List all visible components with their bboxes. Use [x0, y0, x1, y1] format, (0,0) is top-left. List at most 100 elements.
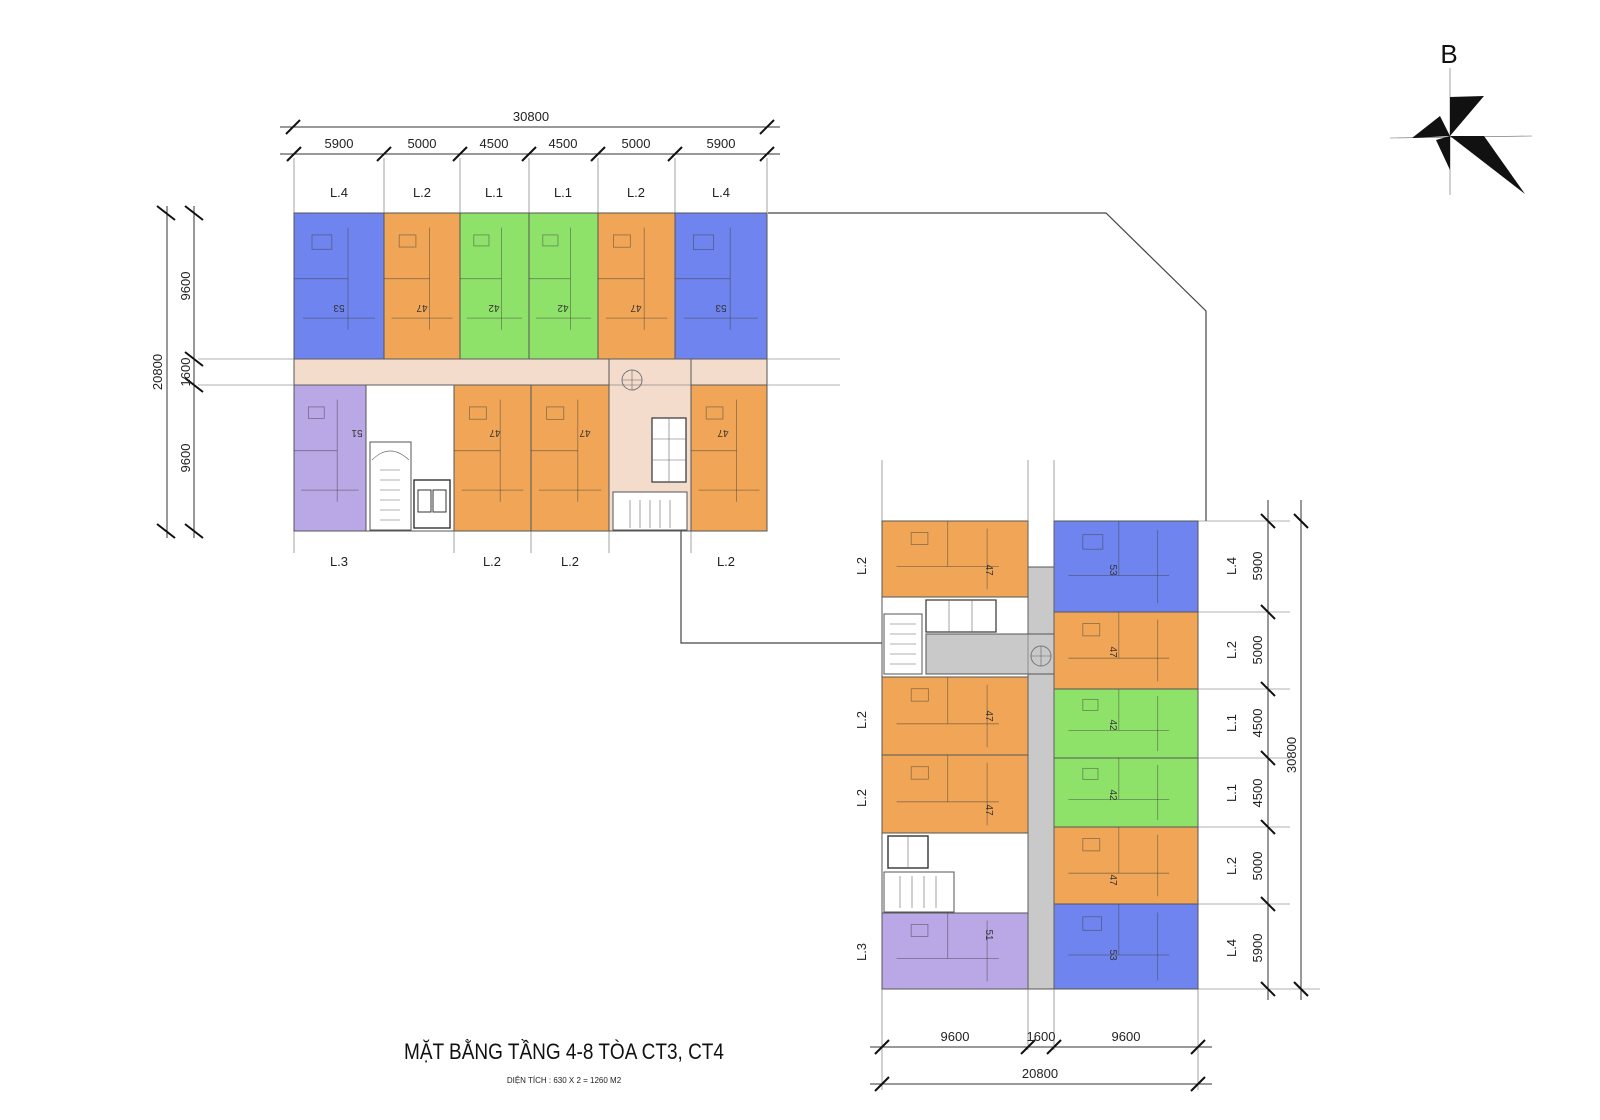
unit-b-right-4 — [1053, 757, 1199, 828]
dim-a-top: 5900 — [707, 136, 736, 151]
unit-type-label: L.1 — [1224, 784, 1239, 802]
unit-a-top-2 — [383, 212, 461, 360]
unit-code: 47 — [1107, 646, 1118, 658]
unit-type-label: L.3 — [854, 943, 869, 961]
unit-code: 53 — [333, 302, 345, 313]
dim-a-left: 1600 — [178, 358, 193, 387]
unit-b-right-1 — [1053, 520, 1199, 613]
north-arrow-vane-ne — [1450, 96, 1484, 136]
dim-b-right: 4500 — [1250, 779, 1265, 808]
unit-type-label: L.4 — [1224, 557, 1239, 575]
unit-code: 42 — [1107, 719, 1118, 731]
unit-b-left-4 — [881, 912, 1029, 990]
unit-partitions — [531, 399, 602, 502]
unit-b-right-6 — [1053, 903, 1199, 990]
north-label: B — [1440, 39, 1457, 69]
unit-partitions — [1068, 521, 1170, 603]
unit-code: 42 — [557, 302, 569, 313]
dim-b-right: 5900 — [1250, 934, 1265, 963]
lift-b-top — [925, 599, 997, 633]
dim-a-top: 5900 — [325, 136, 354, 151]
unit-partitions — [1068, 758, 1170, 821]
unit-a-top-3 — [459, 212, 530, 360]
dim-a-top: 4500 — [480, 136, 509, 151]
unit-type-label: L.1 — [554, 185, 572, 200]
dim-b-right: 5900 — [1250, 552, 1265, 581]
corridor-b — [1027, 566, 1055, 990]
dim-a-top: 5000 — [408, 136, 437, 151]
unit-type-label: L.2 — [1224, 857, 1239, 875]
dimensions-b: L.2 L.2 L.2 L.3 L.4 L.2 L.1 L.1 L.2 L.4 — [854, 460, 1320, 1092]
unit-type-label: L.4 — [712, 185, 730, 200]
dim-a-top: 5000 — [622, 136, 651, 151]
unit-partitions — [691, 399, 760, 502]
unit-partitions — [1068, 904, 1170, 981]
stair-b-top — [883, 613, 923, 675]
unit-b-left-1 — [881, 520, 1029, 598]
unit-type-label: L.3 — [330, 554, 348, 569]
dim-b-right-total: 30800 — [1284, 737, 1299, 773]
unit-code: 53 — [715, 302, 727, 313]
unit-partitions — [294, 399, 359, 502]
unit-type-label: L.2 — [854, 711, 869, 729]
lift-a-right — [651, 417, 687, 483]
unit-a-bottom-2 — [453, 384, 532, 532]
unit-code: 42 — [1107, 789, 1118, 801]
building-a — [293, 212, 768, 532]
unit-a-top-4 — [528, 212, 599, 360]
unit-partitions — [384, 227, 453, 330]
unit-a-bottom-1 — [293, 384, 367, 532]
unit-type-label: L.2 — [561, 554, 579, 569]
unit-code: 47 — [1107, 874, 1118, 886]
stair-a-left — [369, 441, 412, 531]
unit-partitions — [1068, 689, 1170, 752]
unit-code: 47 — [717, 427, 729, 438]
dim-a-top-total: 30800 — [513, 109, 549, 124]
dim-b-right: 4500 — [1250, 709, 1265, 738]
unit-partitions — [675, 227, 758, 330]
unit-type-label: L.2 — [854, 789, 869, 807]
unit-type-label: L.2 — [413, 185, 431, 200]
dim-b-right: 5000 — [1250, 636, 1265, 665]
unit-b-right-3 — [1053, 688, 1199, 759]
unit-code: 47 — [489, 427, 501, 438]
unit-partitions — [529, 227, 592, 330]
unit-code: 47 — [630, 302, 642, 313]
north-arrow-vane-se — [1450, 136, 1525, 194]
connector-outline-top — [768, 212, 1207, 521]
unit-a-bottom-3 — [530, 384, 610, 532]
dim-a-left-total: 20800 — [150, 354, 165, 390]
unit-partitions — [454, 399, 524, 502]
unit-partitions — [896, 913, 999, 982]
unit-a-top-1 — [293, 212, 385, 360]
unit-type-label: L.2 — [854, 557, 869, 575]
unit-code: 47 — [983, 710, 994, 722]
north-arrow: B — [1389, 39, 1533, 195]
grid-lines-a — [198, 158, 840, 553]
unit-b-right-2 — [1053, 611, 1199, 690]
unit-a-top-6 — [674, 212, 768, 360]
unit-partitions — [896, 677, 999, 748]
plan-subtitle: DIỆN TÍCH : 630 X 2 = 1260 M2 — [507, 1076, 622, 1085]
unit-b-right-5 — [1053, 826, 1199, 905]
unit-b-left-2 — [881, 676, 1029, 756]
unit-partitions — [598, 227, 668, 330]
stair-b-bottom — [883, 871, 955, 913]
unit-type-label: L.4 — [330, 185, 348, 200]
unit-type-label: L.2 — [483, 554, 501, 569]
dim-b-bottom-total: 20800 — [1022, 1066, 1058, 1081]
unit-code: 47 — [416, 302, 428, 313]
dim-b-bottom: 1600 — [1027, 1029, 1056, 1044]
unit-type-label: L.4 — [1224, 939, 1239, 957]
unit-code: 47 — [579, 427, 591, 438]
unit-type-label: L.2 — [717, 554, 735, 569]
unit-code: 47 — [983, 564, 994, 576]
dim-b-right: 5000 — [1250, 852, 1265, 881]
unit-partitions — [1068, 612, 1170, 682]
north-arrow-vane-w — [1412, 116, 1450, 138]
unit-codes: 53 47 42 42 47 53 51 47 47 47 47 47 47 5… — [333, 302, 1118, 961]
unit-code: 53 — [1107, 564, 1118, 576]
corridor-a — [293, 358, 768, 386]
unit-code: 42 — [488, 302, 500, 313]
